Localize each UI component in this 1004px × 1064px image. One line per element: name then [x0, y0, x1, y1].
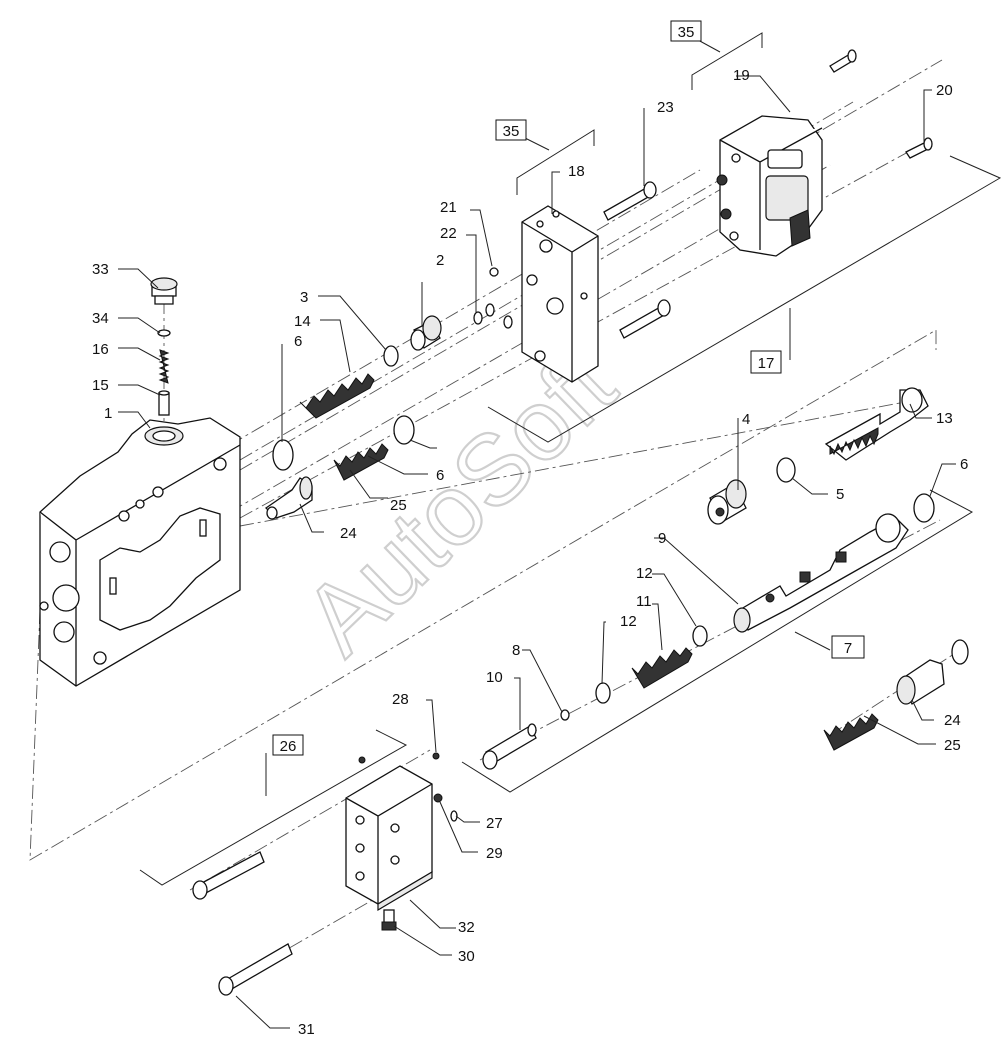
label-28: 28 — [392, 691, 409, 708]
bracket-group-17 — [487, 155, 1002, 443]
label-23: 23 — [657, 99, 674, 116]
main-spool-part-9 — [733, 513, 909, 633]
label-21: 21 — [440, 199, 457, 216]
spring-part-25-right — [823, 713, 879, 751]
label-6-right: 6 — [960, 456, 968, 473]
pin-part-10 — [482, 723, 537, 770]
cap-part-2 — [410, 315, 442, 351]
spring-part-16 — [158, 349, 170, 384]
label-31: 31 — [298, 1021, 315, 1038]
label-11: 11 — [636, 593, 652, 610]
screw-top — [829, 49, 857, 73]
label-20: 20 — [936, 82, 953, 99]
ball-part-21 — [489, 267, 499, 277]
solenoid-valve-part-19 — [716, 115, 823, 257]
box-label-26 — [272, 734, 304, 756]
bracket-group-26 — [139, 729, 408, 886]
label-14: 14 — [294, 313, 311, 330]
label-12-upper: 12 — [636, 565, 653, 582]
label-25-right: 25 — [944, 737, 961, 754]
label-18: 18 — [568, 163, 585, 180]
plug-part-33 — [150, 277, 178, 305]
washer-part-12-upper — [692, 625, 708, 647]
box-label-35-mid — [495, 119, 527, 141]
adapter-block-part-18 — [521, 205, 599, 383]
label-12-lower: 12 — [620, 613, 637, 630]
plug-part-28 — [432, 752, 440, 760]
box-label-7 — [831, 635, 865, 659]
label-30: 30 — [458, 948, 475, 965]
label-4: 4 — [742, 411, 750, 428]
bolt-part-31-upper — [192, 851, 265, 900]
seal-ring-part-5 — [776, 457, 796, 483]
label-19: 19 — [733, 67, 750, 84]
box-label-35-top — [670, 20, 702, 42]
plug-part-4 — [707, 479, 747, 525]
bracket-group-35-mid — [516, 129, 595, 195]
relief-cartridge-part-24-right — [896, 639, 969, 705]
label-17: 17 — [758, 355, 775, 372]
label-9: 9 — [658, 530, 666, 547]
label-6-lower-left: 6 — [436, 467, 444, 484]
relief-cartridge-part-24-left — [264, 476, 313, 520]
label-24-right: 24 — [944, 712, 961, 729]
label-34: 34 — [92, 310, 109, 327]
bolt-part-31-lower — [218, 943, 293, 996]
seal-ring-part-6-right — [913, 493, 935, 523]
ball-part-29 — [433, 793, 443, 803]
label-8: 8 — [512, 642, 520, 659]
spool-end-part-13 — [824, 387, 929, 461]
label-25-left: 25 — [390, 497, 407, 514]
label-32: 32 — [458, 919, 475, 936]
leader-lines — [118, 75, 956, 1029]
label-16: 16 — [92, 341, 109, 358]
label-2: 2 — [436, 252, 444, 269]
bolt-part-23-upper — [603, 181, 657, 221]
seal-ring-part-34 — [157, 329, 171, 337]
label-27: 27 — [486, 815, 503, 832]
bolt-part-23-lower — [619, 299, 671, 339]
spring-part-25-left — [333, 443, 389, 481]
seal-part-27 — [450, 810, 458, 822]
label-3: 3 — [300, 289, 308, 306]
label-35-mid: 35 — [503, 123, 520, 140]
label-7: 7 — [844, 640, 852, 657]
end-cap-part-32 — [345, 765, 433, 912]
label-1: 1 — [104, 405, 112, 422]
spring-part-11 — [631, 647, 693, 689]
bracket-group-7 — [461, 489, 974, 793]
label-29: 29 — [486, 845, 503, 862]
label-22: 22 — [440, 225, 457, 242]
label-10: 10 — [486, 669, 503, 686]
label-24-left: 24 — [340, 525, 357, 542]
seal-ring-part-22 — [473, 311, 483, 325]
watermark-text: AutoSoft — [282, 329, 636, 676]
bracket-group-35-top — [691, 32, 763, 90]
screw-part-20 — [905, 137, 933, 159]
spring-part-14 — [299, 373, 375, 419]
seal-ring-part-6-left-bottom — [393, 415, 415, 445]
seal-ring-part-3 — [383, 345, 399, 367]
label-13: 13 — [936, 410, 953, 427]
washer-part-8 — [560, 709, 570, 721]
box-label-17 — [750, 350, 782, 374]
label-35-top: 35 — [678, 24, 695, 41]
valve-body-part-1 — [39, 417, 241, 687]
label-26: 26 — [280, 738, 297, 755]
label-6-upper-left: 6 — [294, 333, 302, 350]
label-15: 15 — [92, 377, 109, 394]
fitting-part-30 — [381, 909, 397, 931]
label-33: 33 — [92, 261, 109, 278]
washer-part-12-lower — [595, 682, 611, 704]
label-5: 5 — [836, 486, 844, 503]
seal-ring-part-6-left-top — [272, 439, 294, 471]
pin-part-15 — [158, 390, 170, 416]
